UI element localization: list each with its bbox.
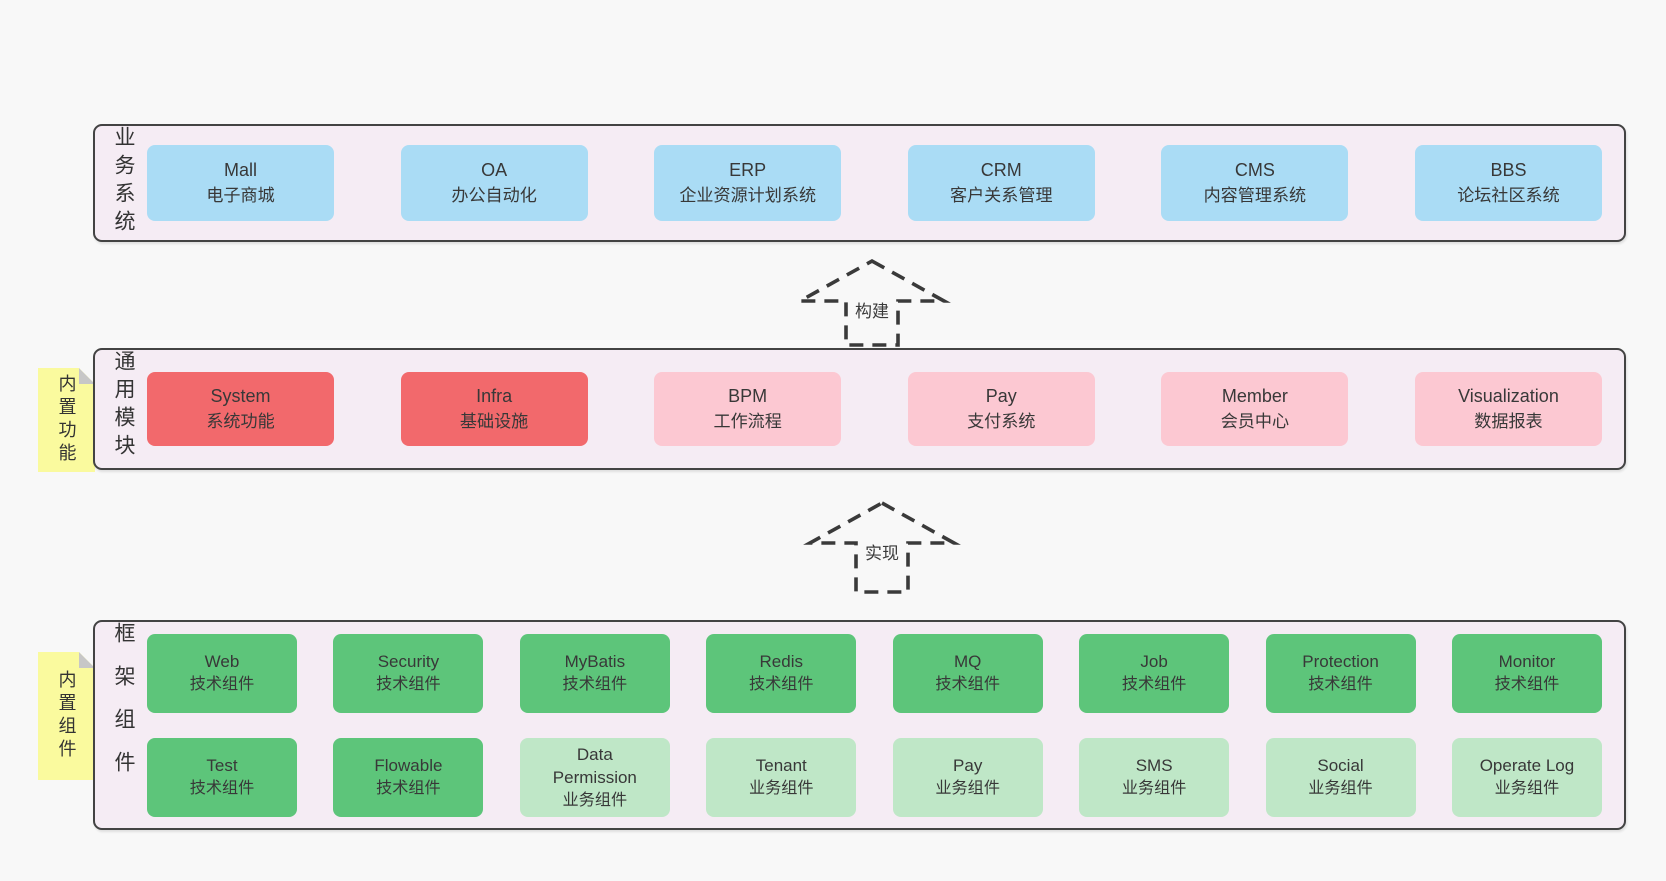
box-mall: Mall 电子商城: [147, 145, 334, 221]
business-systems-rows: Mall 电子商城 OA 办公自动化 ERP 企业资源计划系统 CRM 客户关系…: [147, 126, 1602, 240]
box-cms: CMS 内容管理系统: [1161, 145, 1349, 221]
implement-arrow-label: 实现: [861, 538, 903, 565]
box-crm: CRM 客户关系管理: [907, 145, 1095, 221]
box-monitor: Monitor 技术组件: [1451, 633, 1602, 713]
sticky-note-built-in-components: 内置组件: [38, 652, 95, 780]
box-protection: Protection 技术组件: [1265, 633, 1416, 713]
box-tenant: Tenant 业务组件: [706, 737, 857, 817]
box-bpm: BPM 工作流程: [654, 372, 842, 446]
box-visualization: Visualization 数据报表: [1414, 372, 1602, 446]
box-mybatis: MyBatis 技术组件: [519, 633, 670, 713]
implement-arrow: 实现: [802, 500, 962, 595]
layer-business-systems-label: 业务系统: [112, 126, 135, 238]
common-modules-rows: System 系统功能 Infra 基础设施 BPM 工作流程 Pay 支付系统…: [147, 350, 1602, 468]
box-bbs: BBS 论坛社区系统: [1414, 145, 1602, 221]
box-pay: Pay 支付系统: [907, 372, 1095, 446]
box-job: Job 技术组件: [1079, 633, 1230, 713]
box-flowable: Flowable 技术组件: [333, 737, 484, 817]
dashed-up-arrow-icon: [793, 258, 951, 347]
box-test: Test 技术组件: [147, 737, 297, 817]
box-system: System 系统功能: [147, 372, 334, 446]
box-redis: Redis 技术组件: [706, 633, 857, 713]
layer-common-modules: 通用模块 System 系统功能 Infra 基础设施 BPM 工作流程 Pay…: [93, 348, 1626, 470]
framework-components-row-1: Web 技术组件 Security 技术组件 MyBatis 技术组件 Redi…: [147, 633, 1602, 713]
box-member: Member 会员中心: [1161, 372, 1349, 446]
box-web: Web 技术组件: [147, 633, 297, 713]
sticky-note-built-in-features: 内置功能: [38, 368, 95, 472]
box-pay-biz: Pay 业务组件: [892, 737, 1043, 817]
layer-framework-components: 框架组件 Web 技术组件 Security 技术组件 MyBatis 技术组件…: [93, 620, 1626, 830]
box-mq: MQ 技术组件: [892, 633, 1043, 713]
box-social: Social 业务组件: [1265, 737, 1416, 817]
box-data-permission: Data Permission 业务组件: [519, 737, 670, 817]
build-arrow-label: 构建: [851, 296, 893, 323]
common-modules-row: System 系统功能 Infra 基础设施 BPM 工作流程 Pay 支付系统…: [147, 372, 1602, 446]
framework-components-row-2: Test 技术组件 Flowable 技术组件 Data Permission …: [147, 737, 1602, 817]
box-oa: OA 办公自动化: [400, 145, 588, 221]
business-systems-row: Mall 电子商城 OA 办公自动化 ERP 企业资源计划系统 CRM 客户关系…: [147, 145, 1602, 221]
box-sms: SMS 业务组件: [1079, 737, 1230, 817]
box-operate-log: Operate Log 业务组件: [1451, 737, 1602, 817]
build-arrow: 构建: [792, 258, 952, 348]
box-erp: ERP 企业资源计划系统: [654, 145, 842, 221]
framework-components-rows: Web 技术组件 Security 技术组件 MyBatis 技术组件 Redi…: [147, 622, 1602, 828]
box-infra: Infra 基础设施: [400, 372, 588, 446]
layer-business-systems: 业务系统 Mall 电子商城 OA 办公自动化 ERP 企业资源计划系统 CRM…: [93, 124, 1626, 242]
layer-common-modules-label: 通用模块: [112, 350, 135, 462]
layer-framework-components-label: 框架组件: [112, 622, 135, 794]
box-security: Security 技术组件: [333, 633, 484, 713]
